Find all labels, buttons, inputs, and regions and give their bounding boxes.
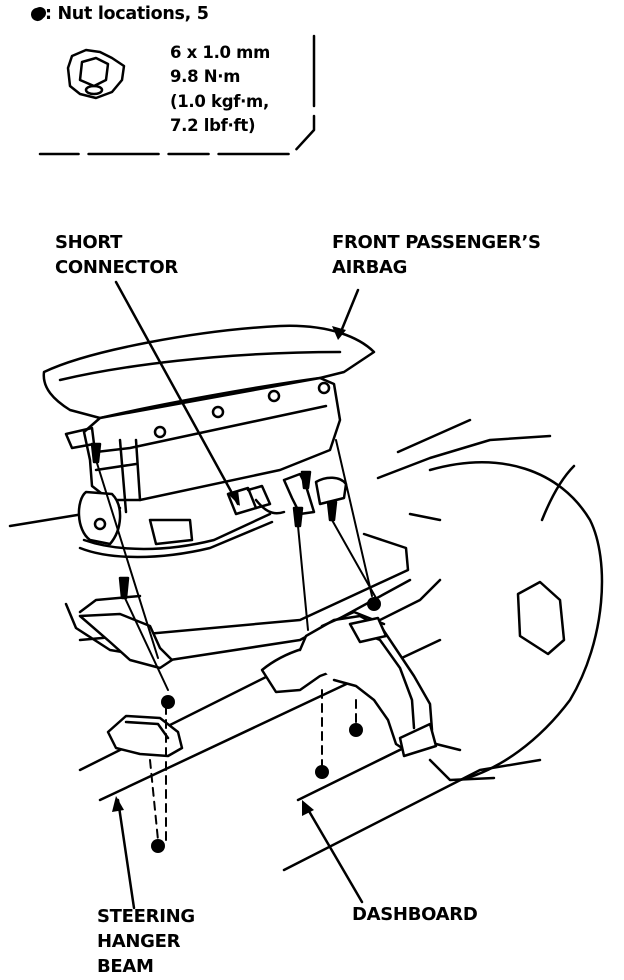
front-passenger-airbag-label: FRONT PASSENGER’S AIRBAG <box>332 230 541 280</box>
short-connector-label: SHORT CONNECTOR <box>55 230 178 280</box>
airbag-mount-bracket <box>282 472 348 516</box>
nut-size-spec: 6 x 1.0 mm <box>170 43 270 62</box>
callout-leaders <box>114 280 364 910</box>
front-passenger-airbag-line-2: AIRBAG <box>332 257 408 278</box>
airbag-module <box>42 324 376 559</box>
steering-hanger-beam-line-2: HANGER <box>97 931 181 952</box>
short-connector-line-1: SHORT <box>55 232 123 253</box>
steering-hanger-beam-label: STEERING HANGER BEAM <box>97 904 195 979</box>
nut-location-markers <box>34 7 381 853</box>
torque-nm-spec: 9.8 N·m <box>170 67 241 86</box>
front-passenger-airbag-line-1: FRONT PASSENGER’S <box>332 232 541 253</box>
torque-lbfft-spec: 7.2 lbf·ft) <box>170 116 256 135</box>
bolt-icons <box>90 442 338 600</box>
arrowheads <box>112 326 346 816</box>
steering-hanger-beam-line-3: BEAM <box>97 956 154 977</box>
dashed-guide-lines <box>149 689 357 841</box>
torque-kgfm-spec: (1.0 kgf·m, <box>170 92 269 111</box>
short-connector-line-2: CONNECTOR <box>55 257 178 278</box>
dashboard-label: DASHBOARD <box>352 902 478 927</box>
guide-lines <box>95 439 377 691</box>
passenger-bracket <box>260 610 438 758</box>
legend-box <box>38 34 316 156</box>
dashboard-line-1: DASHBOARD <box>352 904 478 925</box>
flange-nut-icon <box>66 48 126 100</box>
steering-hanger-beam-line-1: STEERING <box>97 906 195 927</box>
nut-locations-legend: ●: Nut locations, 5 <box>30 4 209 24</box>
